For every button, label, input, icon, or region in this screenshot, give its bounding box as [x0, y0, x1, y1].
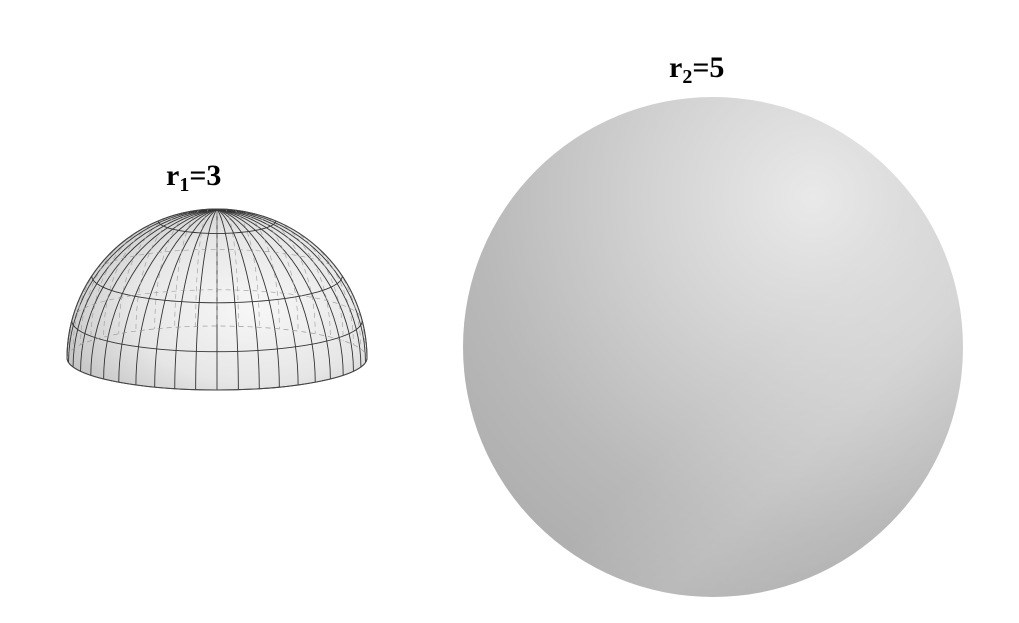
- mesh-meridian-front: [216, 209, 299, 385]
- mesh-meridian-front: [216, 209, 366, 363]
- mesh-meridian-front: [90, 209, 218, 376]
- mesh-meridian-back: [118, 209, 218, 334]
- mesh-meridian-back: [216, 209, 299, 332]
- mesh-parallel-back: [71, 289, 363, 321]
- sphere-radius-label: r2=5: [669, 51, 724, 88]
- mesh-meridian-front: [103, 209, 218, 379]
- mesh-meridian-front: [135, 209, 218, 385]
- mesh-meridian-front: [216, 209, 239, 390]
- sphere-highlight-band: [463, 97, 963, 597]
- mesh-meridian-front: [72, 209, 218, 368]
- mesh-meridian-back: [135, 209, 218, 332]
- mesh-meridian-back: [216, 209, 239, 327]
- mesh-parallel-front: [71, 320, 363, 353]
- sphere: [463, 97, 963, 597]
- mesh-meridian-front: [68, 209, 218, 363]
- mesh-meridian-back: [216, 209, 331, 338]
- mesh-meridian-back: [195, 209, 218, 327]
- mesh-meridian-front: [216, 209, 280, 388]
- mesh-parallel-front: [91, 275, 343, 304]
- hemisphere-outline: [66, 208, 368, 391]
- mesh-meridian-back: [216, 209, 280, 329]
- hemisphere: [66, 208, 368, 391]
- mesh-meridian-back: [154, 209, 218, 329]
- hemisphere-base-rim-back: [67, 325, 367, 359]
- mesh-meridian-back: [103, 209, 218, 338]
- mesh-meridian-front: [154, 209, 218, 388]
- mesh-meridian-front: [118, 209, 218, 383]
- mesh-meridian-front: [216, 209, 344, 376]
- mesh-meridian-back: [216, 209, 316, 334]
- mesh-meridian-front: [174, 209, 218, 389]
- mesh-meridian-front: [195, 209, 218, 390]
- mesh-meridian-front: [216, 209, 331, 379]
- mesh-meridian-front: [216, 209, 362, 368]
- mesh-meridian-front: [216, 209, 260, 389]
- hemisphere-radius-label: r1=3: [166, 159, 221, 196]
- mesh-meridian-front: [216, 209, 316, 383]
- mesh-parallel-back: [91, 249, 343, 277]
- mesh-parallel-front: [157, 220, 277, 234]
